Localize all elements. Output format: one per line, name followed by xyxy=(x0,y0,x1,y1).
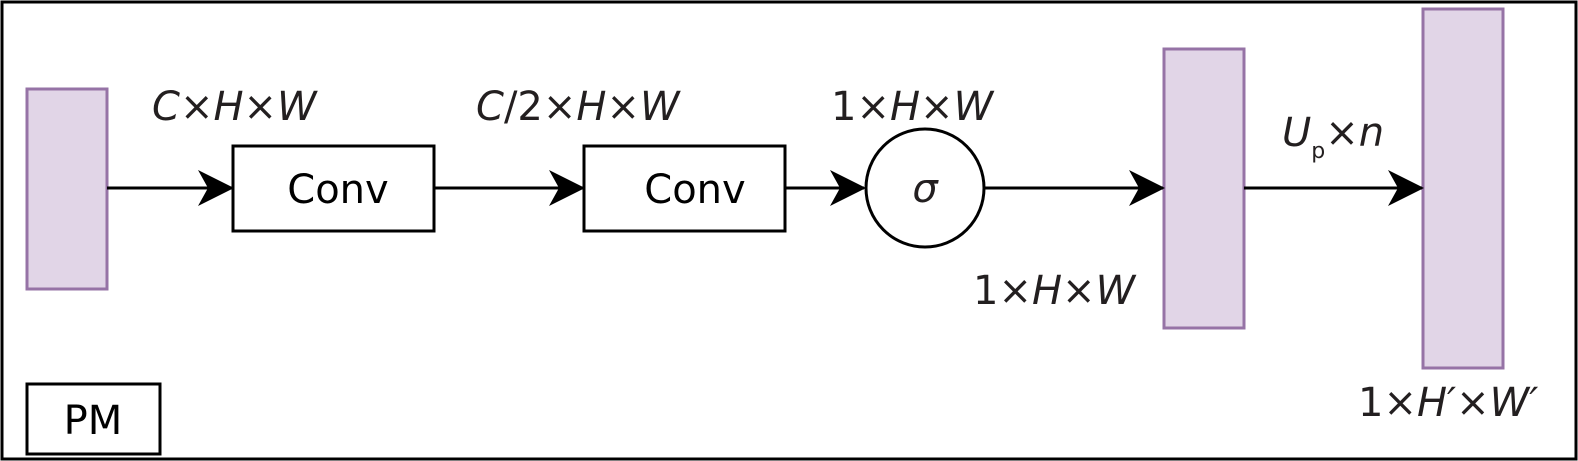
conv-block-1: Conv xyxy=(231,144,436,233)
label-output-dims: 1×H′×W′ xyxy=(1358,380,1538,426)
label-input-dims: C×H×W xyxy=(152,84,318,130)
attention-map xyxy=(1162,47,1246,330)
input-feature-map xyxy=(25,87,109,291)
conv-block-1-label: Conv xyxy=(287,167,388,213)
conv-block-2-label: Conv xyxy=(644,167,745,213)
pm-tag-label: PM xyxy=(64,398,123,444)
label-conv1-out-dims: C/2×H×W xyxy=(476,84,681,130)
label-conv2-out-dims: 1×H×W xyxy=(831,84,995,130)
conv-block-2: Conv xyxy=(582,144,787,233)
label-upsample: Up×n xyxy=(1282,110,1384,164)
pm-tag: PM xyxy=(25,382,162,456)
sigmoid-node: σ xyxy=(864,127,986,249)
sigmoid-symbol: σ xyxy=(912,166,939,212)
label-sigma-out-dims: 1×H×W xyxy=(973,268,1137,314)
output-feature-map xyxy=(1421,7,1505,370)
